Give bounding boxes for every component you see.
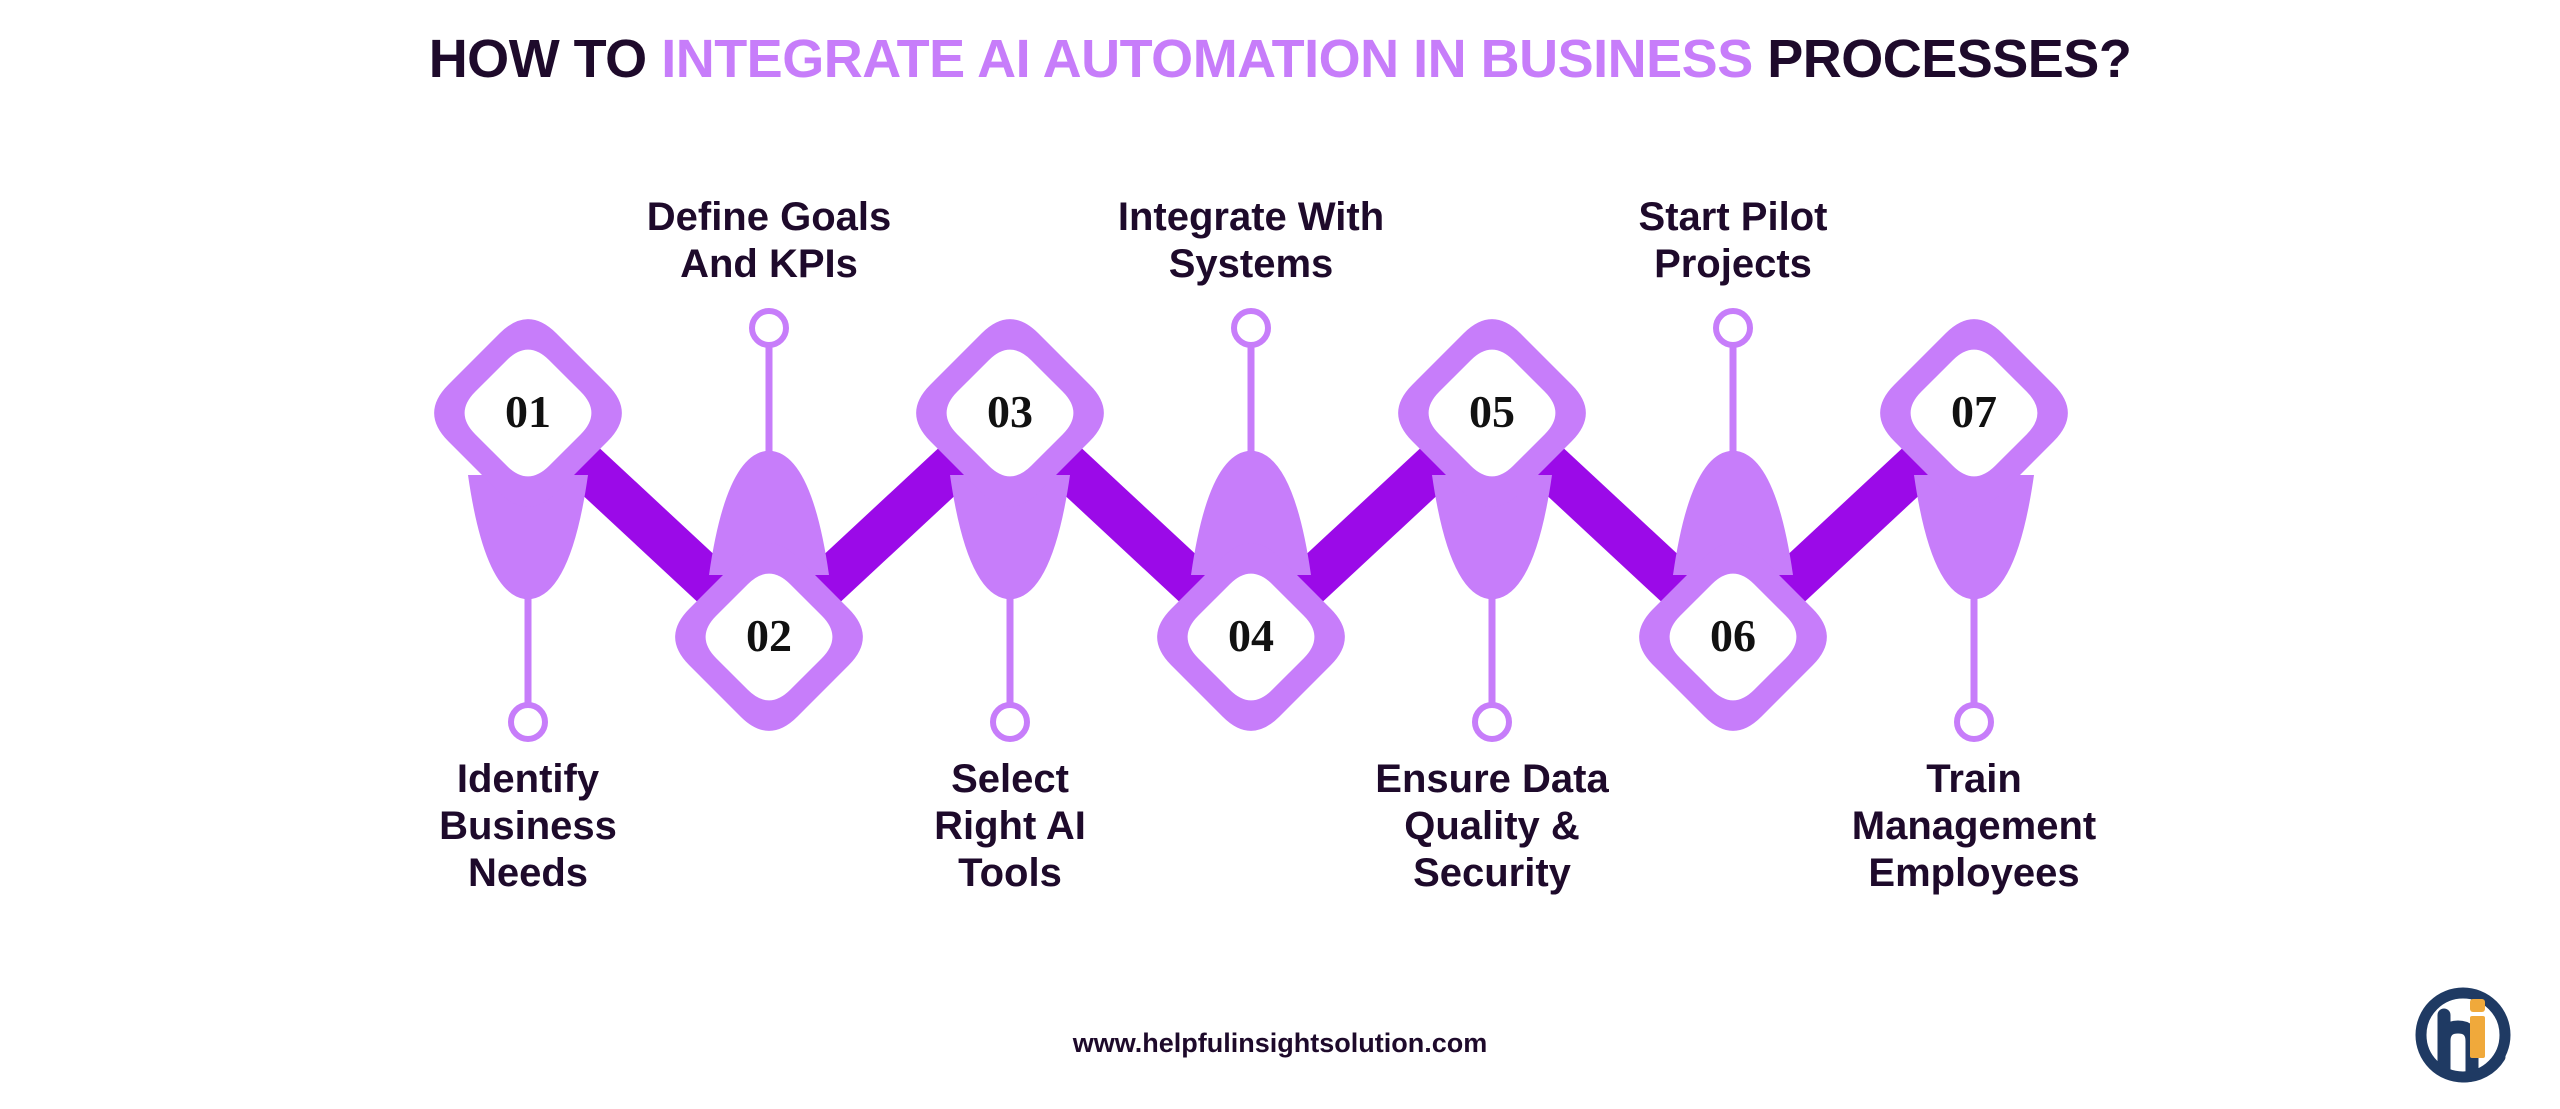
step-group-06 [1639, 308, 1827, 731]
title-tail: PROCESSES? [1752, 29, 2132, 89]
title-highlight: INTEGRATE AI AUTOMATION IN BUSINESS [661, 29, 1753, 89]
step-number-05: 05 [1469, 386, 1515, 437]
logo-i-stem-icon [2470, 1016, 2485, 1058]
step-marker-circle-02[interactable] [749, 308, 789, 348]
logo-swoosh-icon [2457, 1051, 2506, 1083]
step-number-03: 03 [987, 386, 1033, 437]
step-label-02: Define Goals And KPIs [646, 195, 892, 287]
step-group-02 [675, 308, 863, 731]
step-tail-02 [709, 345, 829, 575]
step-diamond-inner-04 [1187, 573, 1315, 701]
step-tail-04 [1191, 345, 1311, 575]
brand-logo [2415, 987, 2511, 1083]
step-diamond-inner-06 [1669, 573, 1797, 701]
step-tail-01 [468, 475, 588, 705]
step-label-05: Ensure Data Quality & Security [1375, 757, 1609, 896]
step-label-04: Integrate With Systems [1117, 195, 1385, 287]
step-number-01: 01 [505, 386, 551, 437]
step-diamond-inner-07 [1910, 349, 2038, 477]
step-diamond-inner-05 [1428, 349, 1556, 477]
logo-i-dot-icon [2470, 999, 2485, 1012]
step-tail-06 [1673, 345, 1793, 575]
footer-website-url[interactable]: www.helpfulinsightsolution.com [1072, 1028, 1488, 1058]
step-marker-circle-04[interactable] [1231, 308, 1271, 348]
step-label-01: Identify Business Needs [439, 757, 617, 896]
step-number-07: 07 [1951, 386, 1997, 437]
step-label-07: Train Management Employees [1851, 757, 2097, 896]
step-number-02: 02 [746, 610, 792, 661]
step-diamond-inner-03 [946, 349, 1074, 477]
step-label-06: Start Pilot Projects [1638, 195, 1828, 287]
step-group-03 [916, 319, 1104, 742]
step-marker-circle-01[interactable] [508, 702, 548, 742]
step-group-01 [434, 319, 622, 742]
step-label-03: Select Right AI Tools [934, 757, 1086, 896]
step-tail-03 [950, 475, 1070, 705]
step-tail-07 [1914, 475, 2034, 705]
step-tail-05 [1432, 475, 1552, 705]
step-number-04: 04 [1228, 610, 1274, 661]
step-group-05 [1398, 319, 1586, 742]
page-title: HOW TO INTEGRATE AI AUTOMATION IN BUSINE… [0, 28, 2560, 90]
step-marker-circle-05[interactable] [1472, 702, 1512, 742]
step-group-07 [1880, 319, 2068, 742]
step-group-04 [1157, 308, 1345, 731]
step-marker-circle-06[interactable] [1713, 308, 1753, 348]
step-diamond-inner-01 [464, 349, 592, 477]
step-marker-circle-07[interactable] [1954, 702, 1994, 742]
step-diamond-inner-02 [705, 573, 833, 701]
step-number-06: 06 [1710, 610, 1756, 661]
step-marker-circle-03[interactable] [990, 702, 1030, 742]
title-lead: HOW TO [428, 29, 662, 89]
